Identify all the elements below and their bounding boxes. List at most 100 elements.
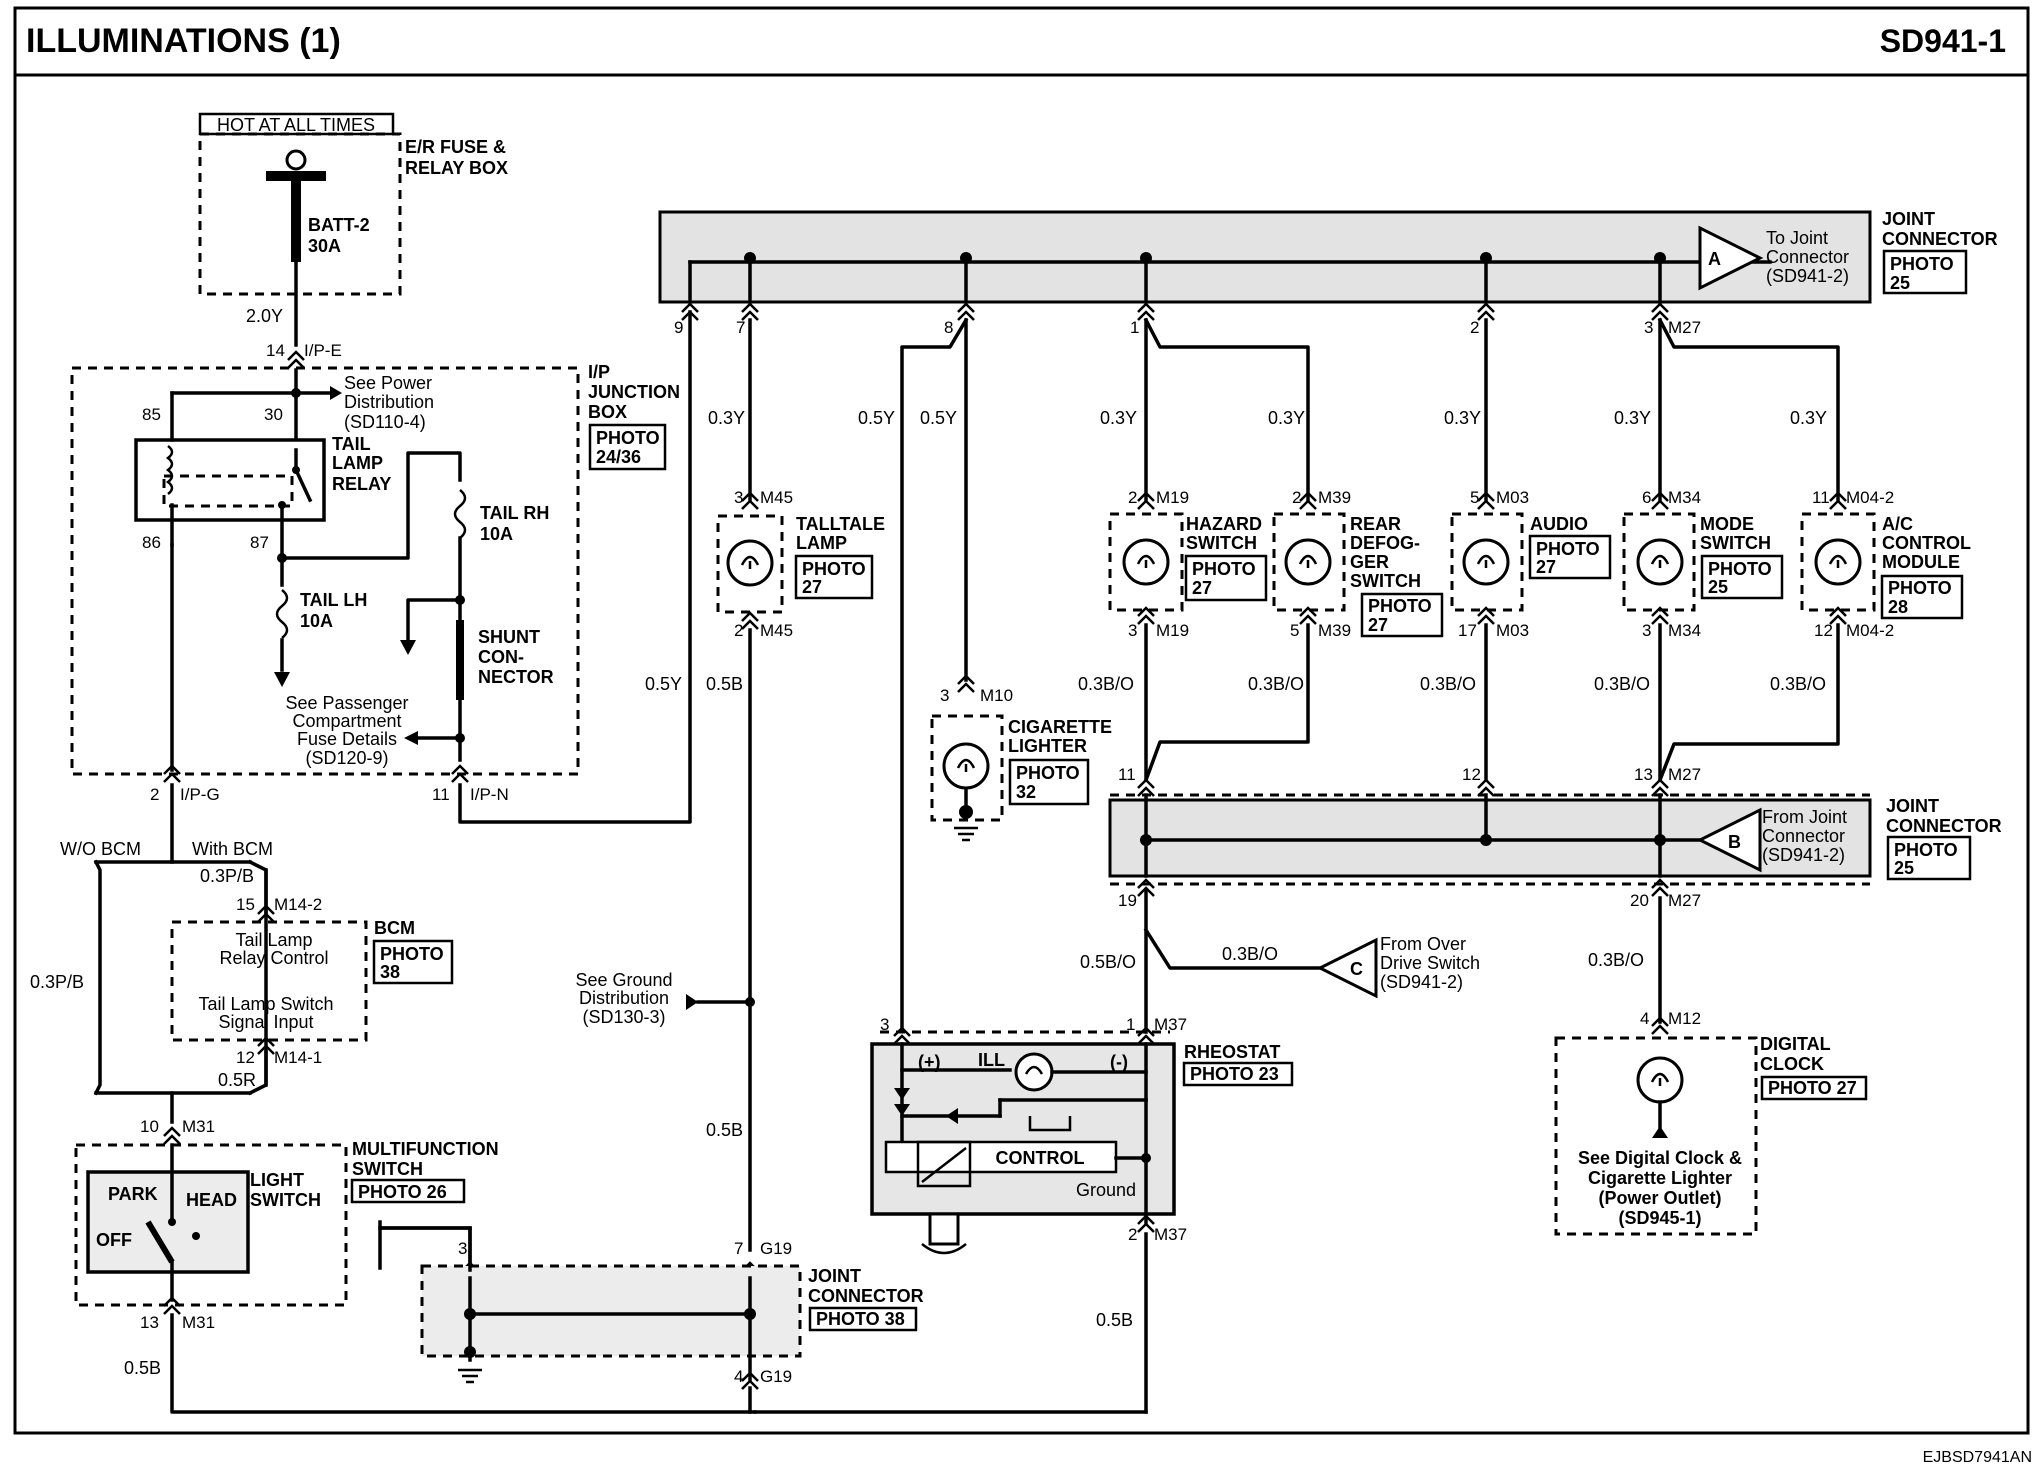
svg-text:2: 2: [1128, 1225, 1137, 1244]
svg-text:1: 1: [1130, 318, 1139, 337]
svg-text:12: 12: [236, 1048, 255, 1067]
svg-text:PHOTO: PHOTO: [1368, 596, 1432, 616]
svg-text:M34: M34: [1668, 488, 1701, 507]
svg-text:0.5B: 0.5B: [706, 674, 743, 694]
svg-text:Signal Input: Signal Input: [218, 1012, 313, 1032]
wire-m31-ground: [170, 1313, 757, 1414]
svg-text:0.3B/O: 0.3B/O: [1078, 674, 1134, 694]
svg-text:PHOTO: PHOTO: [1016, 763, 1080, 783]
svg-text:(+): (+): [918, 1052, 941, 1072]
svg-text:3: 3: [734, 488, 743, 507]
svg-text:86: 86: [142, 533, 161, 552]
svg-text:M31: M31: [182, 1313, 215, 1332]
ground-reference: See Ground Distribution (SD130-3): [575, 970, 752, 1027]
svg-text:14: 14: [266, 341, 285, 360]
svg-text:2: 2: [1128, 488, 1137, 507]
svg-text:MODE: MODE: [1700, 514, 1754, 534]
page-code: SD941-1: [1880, 23, 2006, 59]
svg-text:JOINT: JOINT: [1882, 209, 1935, 229]
svg-text:5: 5: [1470, 488, 1479, 507]
svg-text:4: 4: [1640, 1009, 1649, 1028]
svg-text:(SD941-2): (SD941-2): [1762, 845, 1845, 865]
svg-text:PHOTO: PHOTO: [596, 428, 660, 448]
svg-text:17: 17: [1458, 621, 1477, 640]
ip-junction-box: I/P JUNCTION BOX PHOTO 24/36 See Power D…: [70, 362, 680, 804]
svg-text:SWITCH: SWITCH: [1350, 571, 1421, 591]
svg-text:Connector: Connector: [1762, 826, 1845, 846]
svg-text:0.3Y: 0.3Y: [1100, 408, 1137, 428]
rear-defog-bulb: [1284, 538, 1332, 586]
svg-text:28: 28: [1888, 597, 1908, 617]
svg-text:JOINT: JOINT: [1886, 796, 1939, 816]
svg-text:GER: GER: [1350, 552, 1389, 572]
svg-text:M39: M39: [1318, 621, 1351, 640]
svg-text:25: 25: [1890, 273, 1910, 293]
talltale-lamp: 0.3Y 3 M45 TALLTALE LAMP PHOTO 27 2 M45 …: [706, 318, 885, 1252]
wire-ipn-to-joint: [458, 310, 692, 824]
tail-lh-fuse-label: TAIL LH: [300, 590, 367, 610]
svg-text:CONNECTOR: CONNECTOR: [1886, 816, 2002, 836]
svg-text:6: 6: [1642, 488, 1651, 507]
svg-text:25: 25: [1708, 577, 1728, 597]
svg-text:CON-: CON-: [478, 647, 524, 667]
svg-text:3: 3: [1128, 621, 1137, 640]
svg-text:2: 2: [150, 785, 159, 804]
svg-text:G19: G19: [760, 1367, 792, 1386]
svg-text:JUNCTION: JUNCTION: [588, 382, 680, 402]
svg-text:CONNECTOR: CONNECTOR: [808, 1286, 924, 1306]
svg-text:32: 32: [1016, 782, 1036, 802]
svg-text:PHOTO: PHOTO: [802, 559, 866, 579]
svg-text:M37: M37: [1154, 1225, 1187, 1244]
svg-text:DIGITAL: DIGITAL: [1760, 1034, 1831, 1054]
svg-text:0.3Y: 0.3Y: [1790, 408, 1827, 428]
svg-text:B: B: [1728, 832, 1741, 852]
svg-text:PHOTO: PHOTO: [1708, 559, 1772, 579]
svg-text:PHOTO 23: PHOTO 23: [1190, 1064, 1279, 1084]
svg-text:M10: M10: [980, 686, 1013, 705]
svg-text:5: 5: [1290, 621, 1299, 640]
svg-text:4: 4: [734, 1367, 743, 1386]
svg-text:12: 12: [1814, 621, 1833, 640]
svg-text:15: 15: [236, 895, 255, 914]
svg-text:(SD120-9): (SD120-9): [305, 748, 388, 768]
svg-text:10A: 10A: [480, 524, 513, 544]
svg-text:20: 20: [1630, 891, 1649, 910]
svg-text:PHOTO: PHOTO: [1894, 840, 1958, 860]
svg-text:7: 7: [734, 1239, 743, 1258]
ac-bulb: [1814, 538, 1862, 586]
svg-text:I/P-E: I/P-E: [304, 341, 342, 360]
svg-text:0.3B/O: 0.3B/O: [1222, 944, 1278, 964]
svg-text:BCM: BCM: [374, 918, 415, 938]
svg-text:See Digital Clock &: See Digital Clock &: [1578, 1148, 1742, 1168]
svg-text:0.5B: 0.5B: [1096, 1310, 1133, 1330]
mode-switch: 0.3Y 6 M34 MODE SWITCH PHOTO 25 3 M34 0.…: [1594, 317, 1840, 782]
svg-text:0.5Y: 0.5Y: [920, 408, 957, 428]
svg-text:NECTOR: NECTOR: [478, 667, 554, 687]
svg-text:25: 25: [1894, 858, 1914, 878]
svg-text:PHOTO 27: PHOTO 27: [1768, 1078, 1857, 1098]
svg-text:C: C: [1350, 959, 1363, 979]
svg-text:M37: M37: [1154, 1015, 1187, 1034]
svg-text:9: 9: [674, 318, 683, 337]
svg-text:11: 11: [1118, 765, 1136, 784]
svg-text:2: 2: [734, 621, 743, 640]
svg-text:(SD941-2): (SD941-2): [1380, 972, 1463, 992]
audio: 0.3Y 5 M03 AUDIO PHOTO 27 17 M03 0.3B/O: [1420, 318, 1612, 782]
svg-text:7: 7: [736, 318, 745, 337]
svg-text:See Passenger: See Passenger: [285, 693, 408, 713]
svg-text:LIGHT: LIGHT: [250, 1170, 304, 1190]
svg-text:0.3P/B: 0.3P/B: [30, 972, 84, 992]
svg-text:(SD110-4): (SD110-4): [344, 412, 426, 432]
wire-joint-to-multifunction: [378, 1220, 472, 1230]
svg-text:ILL: ILL: [978, 1050, 1005, 1070]
svg-text:JOINT: JOINT: [808, 1266, 861, 1286]
svg-text:(-): (-): [1110, 1052, 1128, 1072]
svg-text:8: 8: [944, 318, 953, 337]
svg-text:0.5Y: 0.5Y: [645, 674, 682, 694]
svg-text:Distribution: Distribution: [579, 988, 669, 1008]
svg-text:Drive Switch: Drive Switch: [1380, 953, 1480, 973]
svg-text:0.3Y: 0.3Y: [1614, 408, 1651, 428]
svg-text:M19: M19: [1156, 488, 1189, 507]
svg-text:0.3P/B: 0.3P/B: [200, 866, 254, 886]
svg-text:AUDIO: AUDIO: [1530, 514, 1588, 534]
